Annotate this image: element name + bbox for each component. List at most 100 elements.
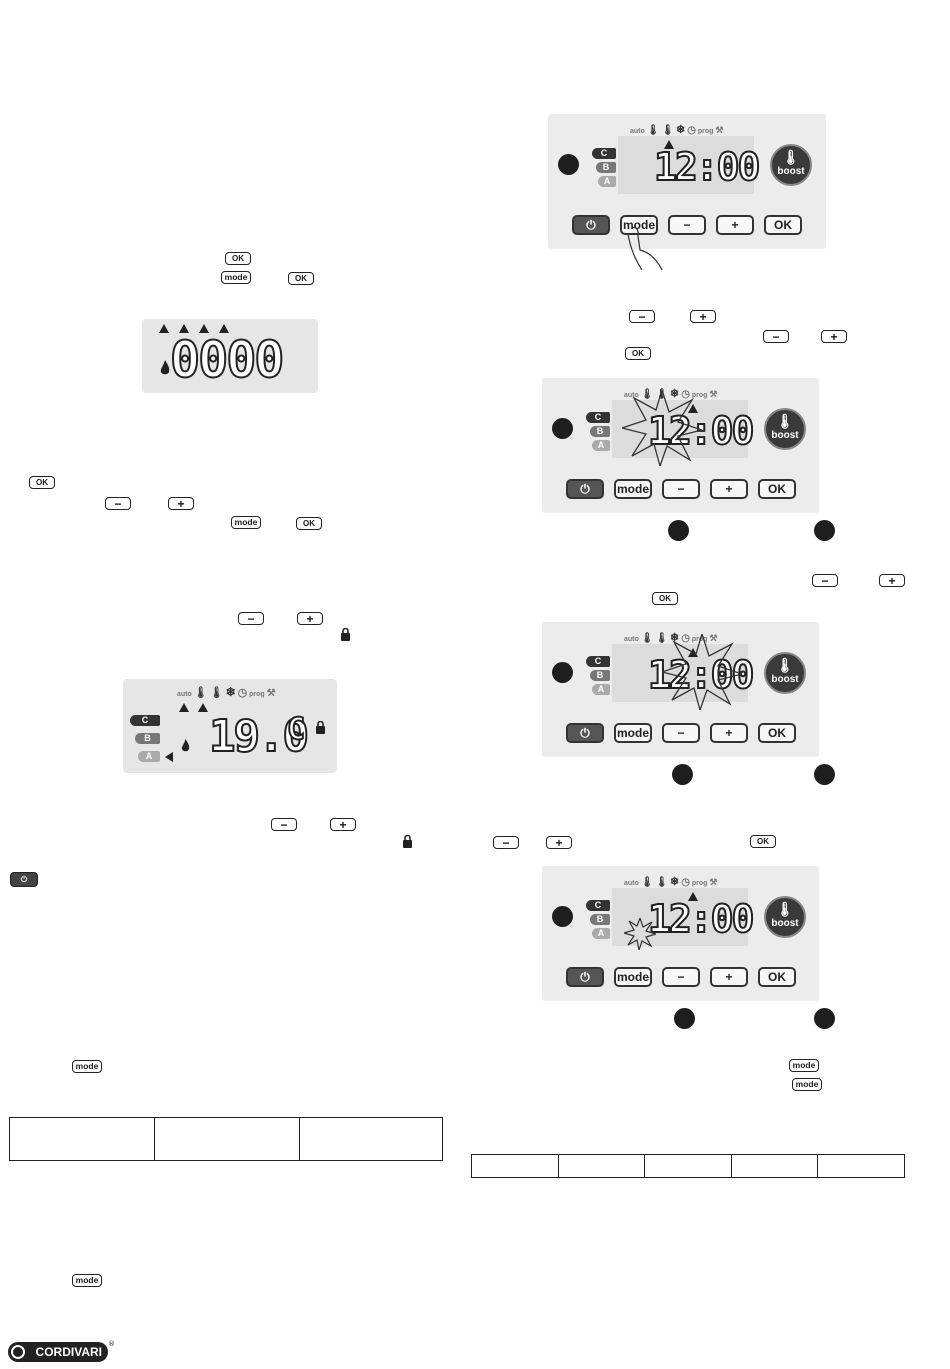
cordivari-logo: CORDIVARI [8, 1342, 108, 1362]
level-badge-c: C [586, 900, 610, 911]
thermometer-icon: 🌡 [655, 389, 669, 400]
flame-icon [181, 739, 190, 752]
snowflake-icon: ❄ [225, 685, 236, 699]
control-panel-1: auto 🌡 🌡 ❄ ◷ prog ⚒ C B A 12:00 🌡boost ⏻… [548, 114, 826, 271]
snowflake-icon: ❄ [676, 124, 686, 136]
power-button[interactable]: ⏻ [572, 215, 610, 235]
hand-pointer-icon [627, 226, 663, 271]
clock-icon: ◷ [681, 633, 690, 644]
ok-key-icon: OK [296, 517, 322, 530]
mode-icons-row: auto 🌡 🌡 ❄ ◷ prog ⚒ [177, 685, 276, 699]
counter-display: 0000 [142, 319, 318, 393]
wrench-icon: ⚒ [715, 125, 724, 135]
minus-key-icon: − [105, 497, 131, 510]
plus-button[interactable]: + [710, 479, 748, 499]
step-marker [668, 520, 689, 541]
mode-key-icon: mode [72, 1060, 102, 1073]
counter-digits: 0000 [169, 331, 285, 389]
boost-button[interactable]: 🌡boost [770, 144, 812, 186]
level-badge-c: C [586, 412, 610, 423]
time-display: 12:00 [647, 409, 755, 453]
flame-icon [160, 360, 170, 375]
mode-button[interactable]: mode [614, 723, 652, 743]
snowflake-icon: ❄ [670, 876, 680, 888]
power-key-icon: ⏻ [10, 872, 38, 887]
power-button[interactable]: ⏻ [566, 967, 604, 987]
step-marker [674, 1008, 695, 1029]
thermometer-icon: 🌡 [640, 389, 654, 400]
ok-key-icon: OK [625, 347, 651, 360]
mode-button[interactable]: mode [614, 479, 652, 499]
temperature-digits: 19.0 [208, 711, 310, 762]
time-display: 12:00 [647, 897, 755, 941]
ok-button[interactable]: OK [758, 723, 796, 743]
mode-key-icon: mode [231, 516, 261, 529]
thermometer-icon: 🌡 [209, 687, 224, 699]
time-display: 12:00 [653, 145, 761, 189]
panel-screen: 12:00 [618, 136, 761, 194]
minus-button[interactable]: − [662, 967, 700, 987]
step-marker [814, 764, 835, 785]
plus-button[interactable]: + [710, 967, 748, 987]
minus-key-icon: − [238, 612, 264, 625]
level-badge-a: A [592, 928, 610, 939]
temperature-unit: C [286, 712, 306, 747]
mode-key-icon: mode [789, 1059, 819, 1072]
minus-button[interactable]: − [668, 215, 706, 235]
level-badge-a: A [138, 751, 160, 762]
plus-button[interactable]: + [710, 723, 748, 743]
minus-key-icon: − [763, 330, 789, 343]
boost-button[interactable]: 🌡boost [764, 896, 806, 938]
table-right [471, 1154, 905, 1178]
mode-icons-row: auto 🌡 🌡 ❄ ◷ prog ⚒ [630, 124, 724, 136]
blink-burst-icon [622, 390, 702, 466]
panel-screen: 12:00 [612, 400, 755, 458]
level-badge-a: A [592, 684, 610, 695]
minus-key-icon: − [629, 310, 655, 323]
level-badge-b: B [590, 914, 610, 925]
boost-button[interactable]: 🌡boost [764, 408, 806, 450]
power-button[interactable]: ⏻ [566, 723, 604, 743]
mode-icons-row: auto 🌡 🌡 ❄ ◷ prog ⚒ [624, 876, 718, 888]
level-badge-b: B [135, 733, 160, 744]
level-badge-c: C [130, 715, 160, 726]
mode-key-icon: mode [72, 1274, 102, 1287]
table-left [9, 1117, 443, 1161]
wrench-icon: ⚒ [709, 633, 718, 643]
plus-button[interactable]: + [716, 215, 754, 235]
mode-button[interactable]: mode [620, 215, 658, 235]
ok-button[interactable]: OK [758, 479, 796, 499]
minus-button[interactable]: − [662, 479, 700, 499]
snowflake-icon: ❄ [670, 632, 680, 644]
level-badge-c: C [586, 656, 610, 667]
ok-button[interactable]: OK [764, 215, 802, 235]
step-marker [672, 764, 693, 785]
minus-key-icon: − [271, 818, 297, 831]
level-badge-a: A [598, 176, 616, 187]
power-button[interactable]: ⏻ [566, 479, 604, 499]
mode-key-icon: mode [221, 271, 251, 284]
clock-icon: ◷ [237, 687, 248, 699]
ok-button[interactable]: OK [758, 967, 796, 987]
boost-button[interactable]: 🌡boost [764, 652, 806, 694]
ok-key-icon: OK [750, 835, 776, 848]
lock-icon [316, 721, 325, 734]
thermometer-icon: 🌡 [655, 633, 669, 644]
step-marker [552, 418, 573, 439]
level-badge-c: C [592, 148, 616, 159]
step-marker [558, 154, 579, 175]
level-badge-a: A [592, 440, 610, 451]
thermometer-icon: 🌡 [655, 877, 669, 888]
clock-icon: ◷ [687, 125, 696, 136]
clock-icon: ◷ [681, 877, 690, 888]
ok-key-icon: OK [29, 476, 55, 489]
mode-button[interactable]: mode [614, 967, 652, 987]
mode-icons-row: auto 🌡 🌡 ❄ ◷ prog ⚒ [624, 388, 718, 400]
registered-mark: ® [108, 1340, 115, 1348]
plus-key-icon: + [546, 836, 572, 849]
plus-key-icon: + [879, 574, 905, 587]
plus-key-icon: + [821, 330, 847, 343]
clock-icon: ◷ [681, 389, 690, 400]
minus-button[interactable]: − [662, 723, 700, 743]
level-badge-b: B [590, 426, 610, 437]
